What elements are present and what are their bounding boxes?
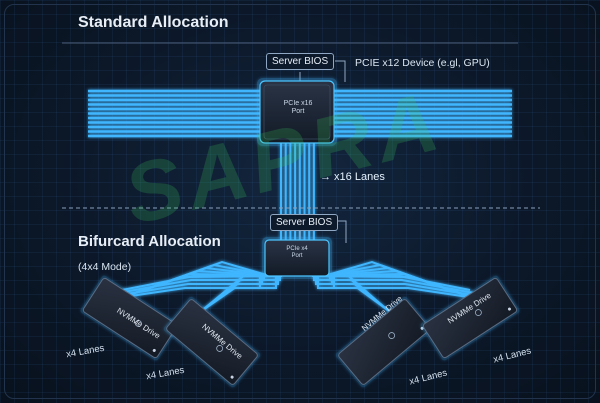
standard-lane-bus [88,89,512,138]
outer-frame [4,4,596,399]
nvme-drive [163,296,261,388]
mode-label: (4x4 Mode) [78,261,132,273]
branch-trace [192,276,277,318]
drive-logo-icon [216,345,224,352]
drive-body [338,299,430,385]
device-label: PCIE x12 Device (e.gl, GPU) [355,57,490,69]
x16-lanes-label: → x16 Lanes [320,171,385,183]
bios-side-connector-bottom [335,220,347,243]
standard-allocation-title: Standard Allocation [78,14,229,31]
pcie-x4-chip [262,237,332,279]
chip-label-x4: PCIe x4 Port [286,246,308,259]
nvme-drives [80,275,520,388]
nvme-drive [420,275,520,361]
nvme-drive [80,275,180,361]
server-bios-top: Server BIOS [266,53,335,70]
branch-trace [331,276,479,297]
nvme-drive [335,296,433,388]
splay-trace-right [313,275,475,299]
bifurcated-traces [109,260,483,318]
drive-logo-icon [134,320,142,327]
server-bios-bottom: Server BIOS [270,214,339,231]
device-connector-top [335,60,346,82]
drive-body [166,299,258,385]
splay-trace-left [119,275,281,299]
drive-screw [152,348,156,352]
drive-body [422,277,518,359]
drive-body [82,277,178,359]
branch-trace [109,276,261,300]
drive-screw [230,375,234,379]
bifurcated-allocation-title: Bifurcard Allocation [78,233,221,250]
branch-trace [333,276,483,300]
drive-logo-icon [388,332,396,339]
drive-screw [507,307,511,311]
branch-trace [200,276,281,312]
branch-trace [313,276,390,312]
drive-logo-icon [474,309,482,316]
pcie-x16-chip [257,78,337,146]
chip-label-x16: PCIe x16 Port [283,100,313,115]
